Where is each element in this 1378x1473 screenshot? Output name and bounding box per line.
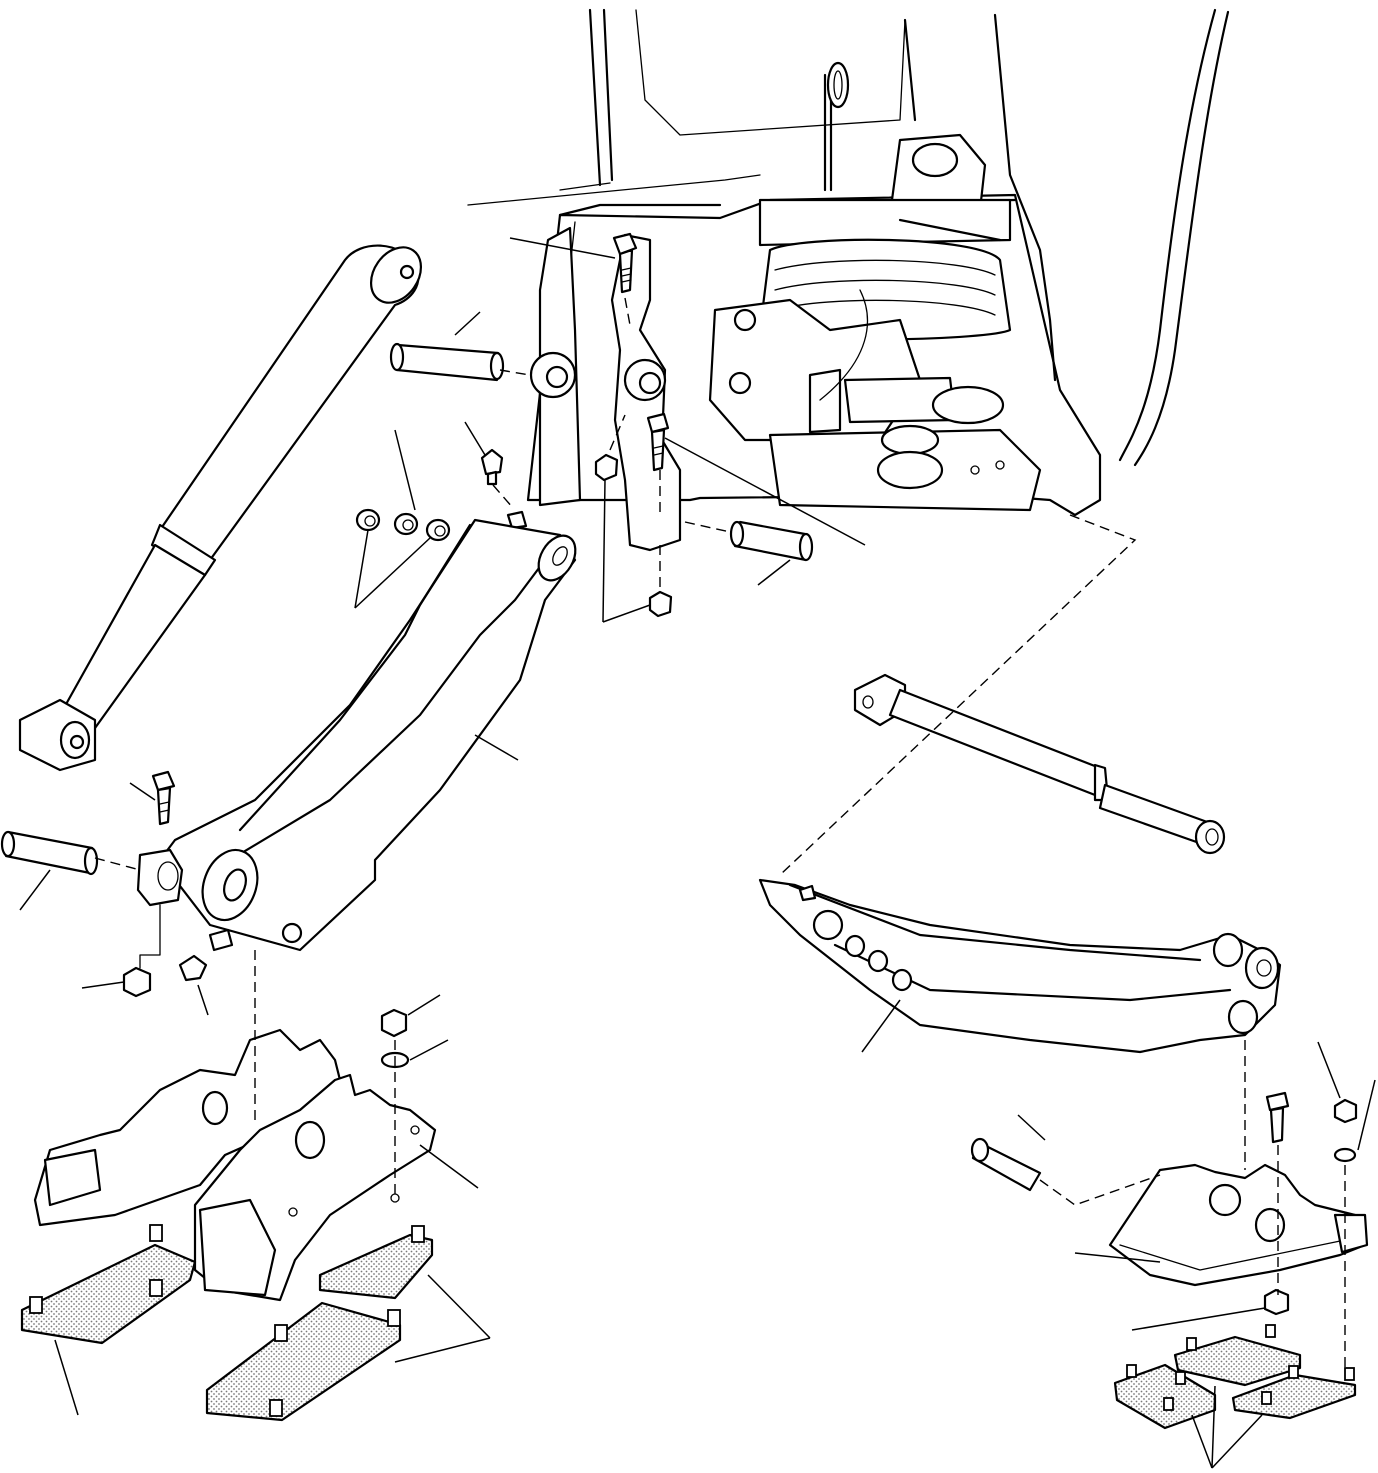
hardware-right-leg — [970, 1091, 1358, 1316]
bushing-left — [136, 848, 184, 907]
boom-arm-right — [758, 878, 1282, 1054]
bolt-leg-right — [1265, 1091, 1290, 1144]
bushing-set — [355, 508, 451, 542]
hardware-left — [0, 770, 234, 998]
pin-left — [0, 830, 99, 876]
callout-leaders — [19, 237, 1376, 1469]
rubber-pads-left — [20, 1224, 434, 1422]
grease-nipple-top — [480, 448, 504, 486]
pin-boom-right — [729, 520, 814, 562]
grease-nipple-left — [178, 928, 234, 982]
nut-leg-right-bottom — [1263, 1288, 1290, 1316]
rubber-pads-right — [1113, 1324, 1357, 1430]
boom-arm-left — [158, 518, 577, 952]
nut-frame-mid — [594, 453, 619, 482]
hardware-top — [355, 232, 814, 618]
assembly-lines — [94, 297, 1346, 1370]
pin-leg-right — [970, 1137, 1042, 1192]
pin-boom-top — [389, 342, 505, 382]
hydraulic-cylinder-left — [18, 244, 423, 772]
stabilizer-leg-right — [1108, 1163, 1369, 1287]
hydraulic-cylinder-right — [853, 673, 1226, 855]
nut-frame-lower — [648, 590, 673, 618]
washer-leg-right — [1333, 1147, 1357, 1163]
bolt-left — [151, 770, 176, 826]
nut-leg-right-top — [1333, 1098, 1358, 1124]
bolt-frame-top — [612, 232, 638, 294]
nut-leg-left — [380, 1008, 408, 1038]
bolt-frame-mid — [646, 412, 670, 472]
stabilizer-leg-left-rear — [33, 1028, 352, 1227]
tractor-chassis — [467, 8, 1230, 552]
stabilizer-leg-left-front — [193, 1073, 437, 1302]
nut-left — [122, 966, 152, 998]
